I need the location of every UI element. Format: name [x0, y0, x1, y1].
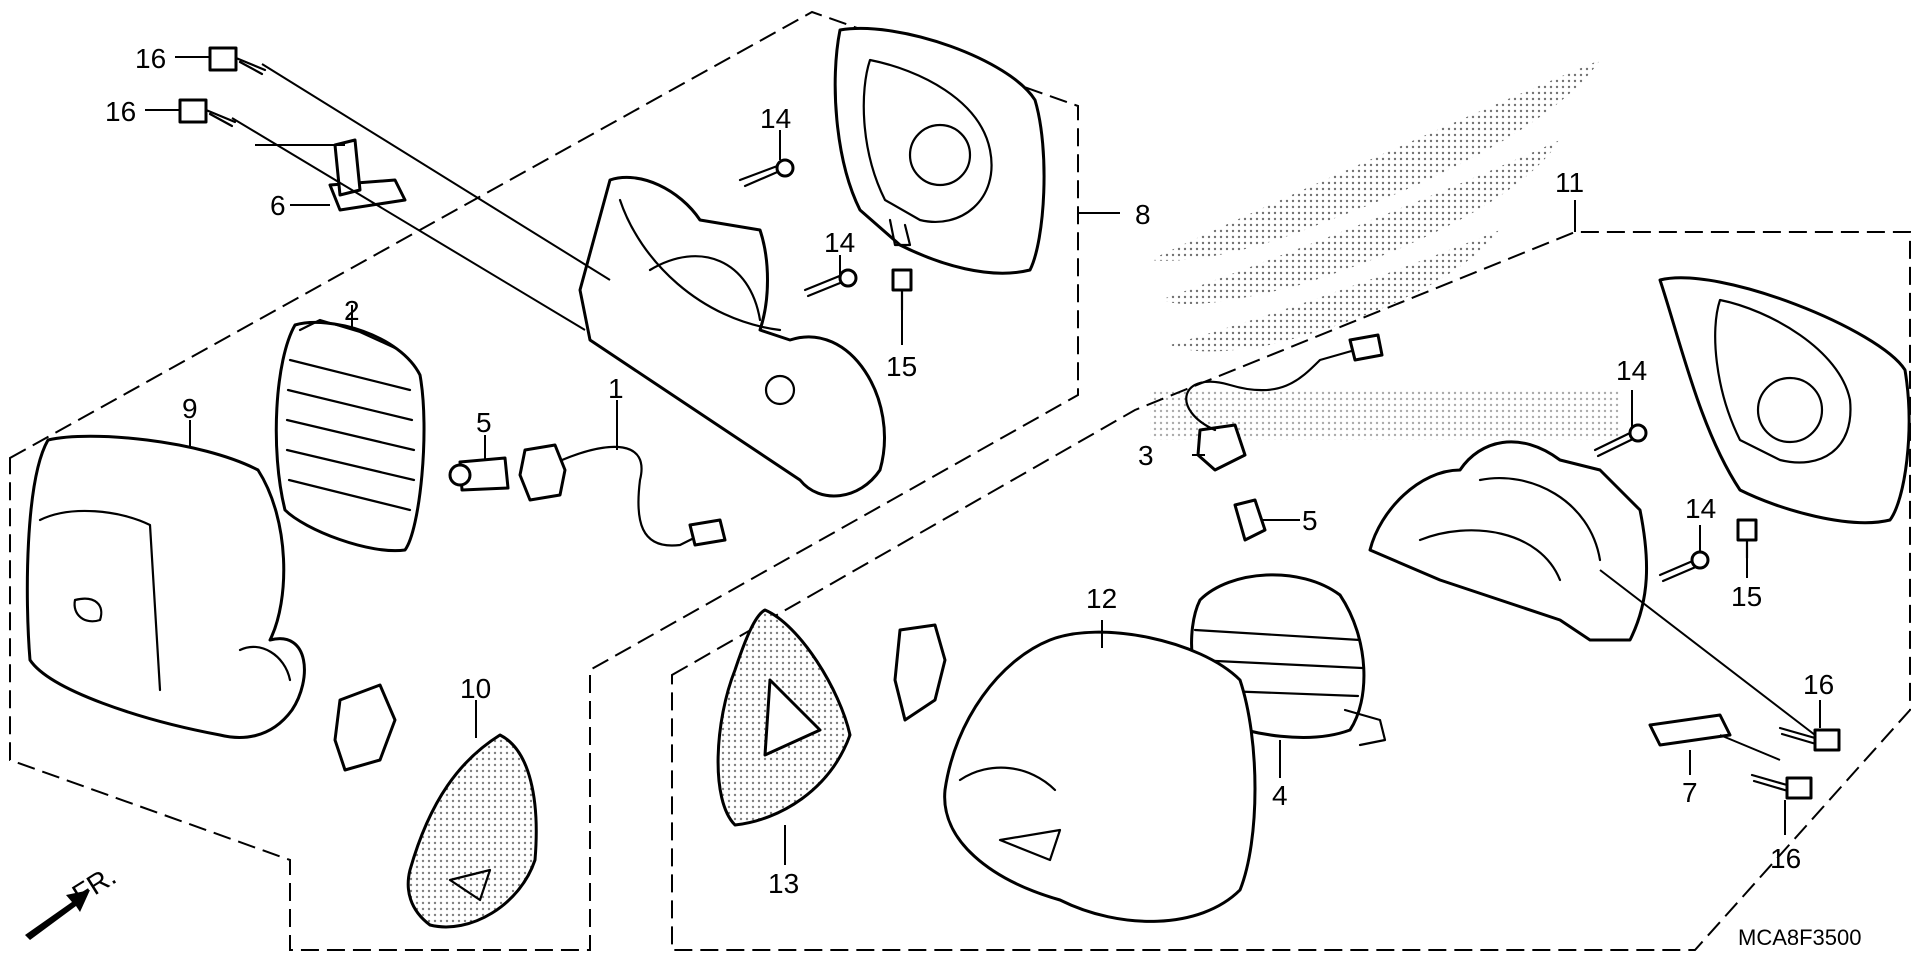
part-5-bulb-right	[1233, 498, 1267, 542]
mirror-glass-right	[1658, 276, 1911, 525]
callout-6: 6	[270, 190, 286, 221]
callout-4: 4	[1272, 780, 1288, 811]
mirror-bracket-left	[578, 175, 886, 498]
part-2-turn-signal-lens	[274, 318, 426, 553]
part-10-cover	[406, 733, 538, 929]
callout-15: 15	[1731, 581, 1762, 612]
leader-lines	[145, 56, 1821, 865]
callout-14: 14	[1616, 355, 1647, 386]
callout-14: 14	[1685, 493, 1716, 524]
part-15-screw-left	[891, 268, 913, 312]
callout-3: 3	[1138, 440, 1154, 471]
wing-watermark	[1150, 60, 1620, 440]
callout-10: 10	[460, 673, 491, 704]
clip-left	[333, 683, 397, 772]
callout-14: 14	[760, 103, 791, 134]
callout-16: 16	[1803, 669, 1834, 700]
part-12-mirror-housing	[943, 630, 1257, 923]
callout-11: 11	[1555, 167, 1584, 198]
callout-labels: 16 16 6 2 9 5 1 14 14 15 8 10 11 3 5 12 …	[105, 43, 1834, 899]
callout-8: 8	[1135, 199, 1151, 230]
callout-5: 5	[476, 407, 492, 438]
callout-5: 5	[1302, 505, 1318, 536]
callout-2: 2	[344, 295, 360, 326]
part-14-screws-left	[738, 158, 858, 298]
front-direction-indicator: FR.	[25, 860, 121, 940]
callout-9: 9	[182, 393, 198, 424]
part-3-socket-harness	[1185, 333, 1384, 472]
part-7-stay	[1648, 713, 1732, 747]
mirror-bracket-right	[1368, 440, 1649, 642]
part-5-bulb	[448, 456, 510, 492]
part-16-bolts-left	[178, 46, 267, 128]
callout-16: 16	[1770, 843, 1801, 874]
part-16-bolts-right	[1750, 726, 1841, 800]
part-8-mirror-glass	[833, 26, 1046, 275]
callout-15: 15	[886, 351, 917, 382]
callout-16: 16	[135, 43, 166, 74]
part-13-cover	[716, 608, 852, 827]
callout-16: 16	[105, 96, 136, 127]
callout-14: 14	[824, 227, 855, 258]
part-15-screw-right	[1736, 518, 1758, 560]
callout-7: 7	[1682, 777, 1698, 808]
clip-right	[893, 623, 947, 722]
part-1-socket-harness	[518, 443, 727, 547]
part-9-mirror-housing	[25, 434, 306, 739]
callout-12: 12	[1086, 583, 1117, 614]
callout-13: 13	[768, 868, 799, 899]
group-outlines	[9, 10, 1911, 951]
callout-1: 1	[608, 373, 624, 404]
diagram-code: MCA8F3500	[1738, 925, 1862, 950]
